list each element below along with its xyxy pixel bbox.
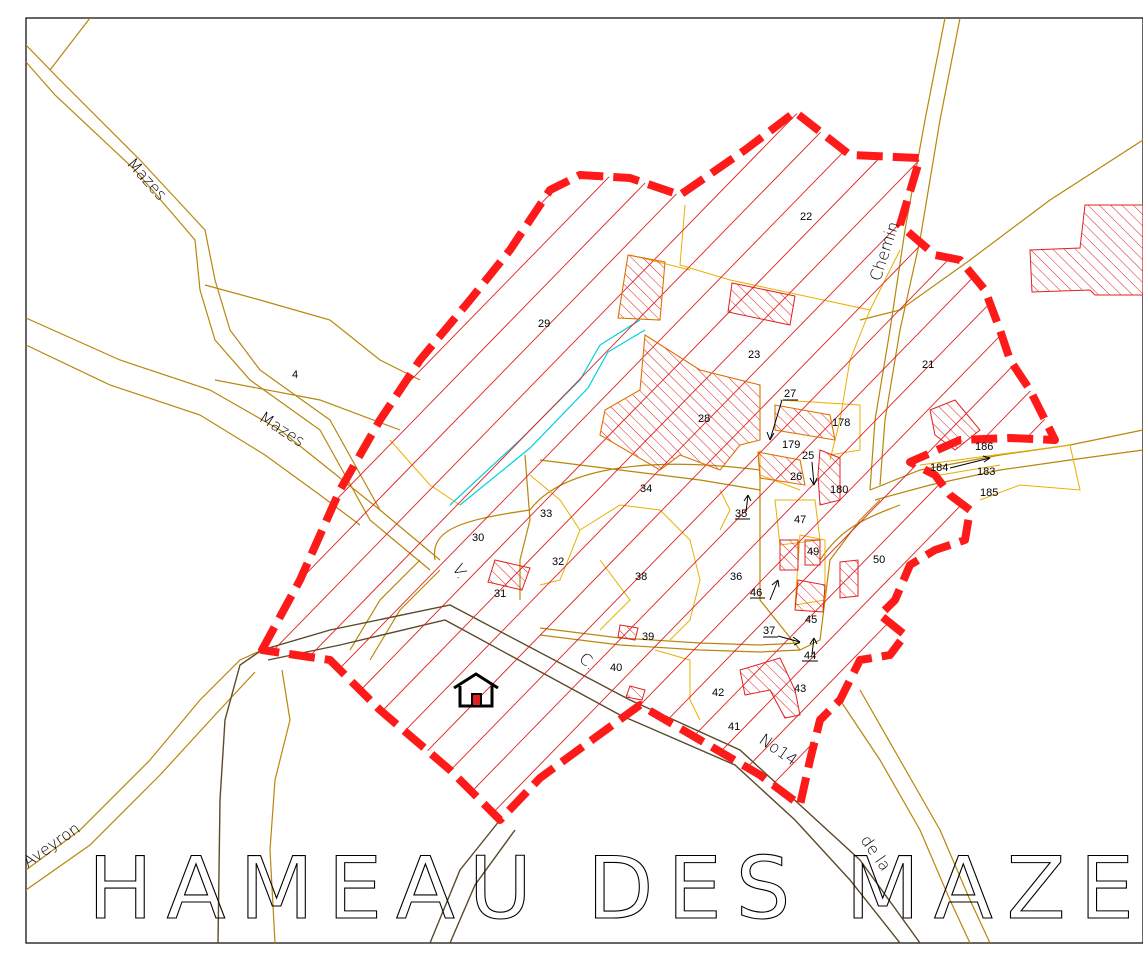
street-label-c: C. — [575, 649, 600, 674]
parcel-45: 45 — [805, 614, 817, 626]
parcel-179: 179 — [782, 439, 800, 451]
zone-hatch-line — [262, 112, 475, 820]
street-label-mazes-top: Mazes — [123, 154, 171, 204]
road-network — [26, 18, 1143, 943]
zone-hatch-line — [262, 112, 979, 820]
zone-hatch-line — [262, 112, 937, 820]
parcel-21: 21 — [922, 359, 934, 371]
zone-hatch-line — [262, 112, 895, 820]
parcel-39: 39 — [642, 631, 654, 643]
leader-arrows — [735, 399, 991, 662]
zone-hatch-line — [262, 112, 517, 820]
parcel-34: 34 — [640, 483, 652, 495]
zone-hatch-line — [281, 112, 1055, 820]
street-label-v: V. — [449, 561, 472, 583]
parcel-41: 41 — [728, 721, 740, 733]
parcel-35: 35 — [735, 508, 747, 520]
zone-hatch-line — [262, 112, 559, 820]
parcel-37: 37 — [763, 625, 775, 637]
zone-hatch-line — [575, 112, 1055, 820]
parcel-46: 46 — [750, 587, 762, 599]
parcel-42: 42 — [712, 687, 724, 699]
parcel-29: 29 — [538, 318, 550, 330]
hamlet-boundary — [258, 108, 1059, 824]
house-icon — [453, 672, 499, 708]
parcel-23: 23 — [748, 349, 760, 361]
parcel-50: 50 — [873, 554, 885, 566]
street-labels: Mazes Mazes Chemin Aveyron V. C. No14 de… — [19, 154, 902, 875]
parcel-36: 36 — [730, 571, 742, 583]
parcel-4: 4 — [292, 369, 298, 381]
zone-hatch-line — [262, 112, 769, 820]
zone-hatch-line — [0, 100, 180, 900]
parcel-25: 25 — [802, 450, 814, 462]
parcel-27: 27 — [784, 388, 796, 400]
parcel-47: 47 — [794, 514, 806, 526]
street-label-chemin: Chemin — [866, 219, 903, 283]
zone-hatch-line — [262, 112, 685, 820]
zone-hatching — [0, 100, 1055, 900]
parcel-38: 38 — [635, 571, 647, 583]
zone-hatch-line — [262, 112, 265, 820]
zone-hatch-line — [491, 112, 1055, 820]
zone-hatch-line — [262, 112, 307, 820]
parcel-33: 33 — [540, 508, 552, 520]
zone-hatch-line — [701, 112, 1055, 820]
parcel-44: 44 — [804, 650, 816, 662]
parcel-26: 26 — [790, 471, 802, 483]
map-title: HAMEAU DES MAZES — [88, 839, 1143, 939]
parcel-30: 30 — [472, 532, 484, 544]
parcel-183: 183 — [977, 466, 995, 478]
parcel-28: 28 — [698, 413, 710, 425]
parcel-43: 43 — [794, 683, 806, 695]
parcel-32: 32 — [552, 556, 564, 568]
map-frame — [25, 17, 1143, 944]
zone-hatch-line — [0, 100, 222, 900]
stream — [449, 319, 646, 506]
parcel-186: 186 — [975, 441, 993, 453]
parcel-49: 49 — [807, 546, 819, 558]
street-label-mazes-mid: Mazes — [256, 407, 308, 450]
zone-hatch-line — [323, 112, 1055, 820]
zone-hatch-line — [262, 112, 853, 820]
parcel-185: 185 — [980, 487, 998, 499]
zone-hatch-line — [617, 112, 1055, 820]
street-label-aveyron: Aveyron — [19, 818, 83, 871]
parcel-22: 22 — [800, 211, 812, 223]
zone-hatch-line — [407, 112, 1055, 820]
zone-hatch-line — [262, 112, 811, 820]
parcel-178: 178 — [832, 417, 850, 429]
zone-hatch-line — [365, 112, 1055, 820]
main-road — [217, 604, 921, 943]
parcel-31: 31 — [494, 588, 506, 600]
parcel-184: 184 — [930, 462, 948, 474]
parcel-180: 180 — [830, 484, 848, 496]
zone-hatch-line — [262, 112, 601, 820]
parcel-40: 40 — [610, 662, 622, 674]
parcel-numbers: 4 21 22 23 25 26 27 28 29 30 31 32 33 34… — [292, 211, 998, 733]
zone-hatch-line — [262, 112, 727, 820]
buildings — [487, 204, 1143, 719]
zone-hatch-line — [262, 112, 349, 820]
